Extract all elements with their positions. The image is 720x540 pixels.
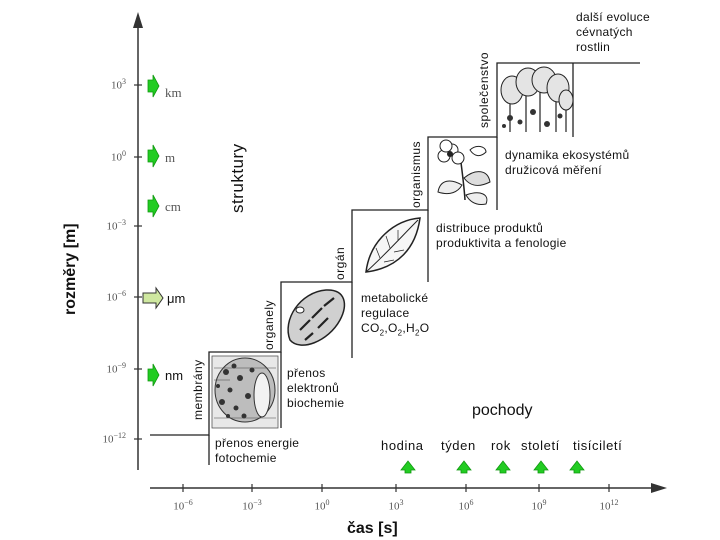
label-organely: organely (262, 299, 276, 350)
arrow-um-icon (142, 286, 164, 310)
x-tick-label: 1012 (599, 498, 619, 513)
process-label: tisíciletí (573, 438, 623, 453)
unit-um-label: μm (167, 291, 186, 306)
x-tick-label: 100 (314, 498, 330, 513)
y-tick-label: 10−12 (102, 431, 126, 446)
y-axis-ticks (134, 84, 142, 440)
y-tick-label: 100 (111, 149, 126, 164)
desc-dynamika: dynamika ekosystémů družicová měření (505, 148, 630, 177)
desc-evoluce: další evoluce cévnatých rostlin (576, 10, 650, 54)
y-tick-label: 103 (111, 77, 126, 92)
plant-picture (437, 139, 491, 205)
unit-nm-label: nm (165, 368, 184, 383)
arrow-tyden-icon (456, 460, 472, 474)
staircase-verticals (208, 63, 574, 465)
arrow-rok-icon (495, 460, 511, 474)
process-label: týden (441, 438, 476, 453)
arrow-nm-icon (147, 363, 160, 387)
y-axis-title: rozměry [m] (62, 223, 79, 315)
unit-m-label: m (165, 150, 176, 165)
x-tick-label: 10−3 (242, 498, 262, 513)
processes-title: pochody (472, 402, 533, 419)
process-label: století (521, 438, 560, 453)
unit-km-label: km (165, 85, 182, 100)
organelle-picture (287, 289, 346, 346)
desc-energie: přenos energie fotochemie (215, 436, 300, 465)
x-tick-label: 10−6 (173, 498, 193, 513)
arrow-m-icon (147, 144, 160, 168)
desc-metabolicke: metabolické regulace CO2,O2,H2O (361, 291, 429, 340)
process-label: rok (491, 438, 511, 453)
x-tick-label: 106 (458, 498, 474, 513)
label-struktury: struktury (228, 143, 247, 213)
arrow-hodina-icon (400, 460, 416, 474)
y-tick-label: 10−3 (106, 218, 126, 233)
desc-prenos: přenos elektronů biochemie (287, 366, 345, 410)
label-spolecenstvo: společenstvo (477, 51, 491, 128)
process-arrows (400, 460, 585, 474)
label-membrany: membrány (191, 359, 205, 420)
x-tick-label: 103 (388, 498, 404, 513)
forest-picture (500, 66, 574, 136)
desc-distribuce: distribuce produktů produktivita a fenol… (436, 221, 567, 250)
x-axis-ticks (182, 484, 610, 492)
y-tick-label: 10−9 (106, 361, 126, 376)
y-tick-label: 10−6 (106, 289, 126, 304)
process-label: hodina (381, 438, 424, 453)
staircase-outline (150, 62, 640, 436)
arrow-cm-icon (147, 194, 160, 218)
y-level-arrows (142, 74, 164, 387)
x-axis-title: čas [s] (347, 520, 398, 537)
label-organ: orgán (333, 246, 347, 280)
y-axis-arrowhead (133, 12, 143, 28)
x-tick-label: 109 (531, 498, 547, 513)
unit-cm-label: cm (165, 199, 181, 214)
arrow-tisicileti-icon (569, 460, 585, 474)
membrane-picture (211, 355, 279, 429)
formula-co2-o2-h2o: CO2,O2,H2O (361, 321, 430, 338)
leaf-picture (365, 217, 421, 273)
label-organismus: organismus (409, 140, 423, 208)
x-axis-arrowhead (651, 483, 667, 493)
arrow-km-icon (147, 74, 160, 98)
arrow-stoleti-icon (533, 460, 549, 474)
